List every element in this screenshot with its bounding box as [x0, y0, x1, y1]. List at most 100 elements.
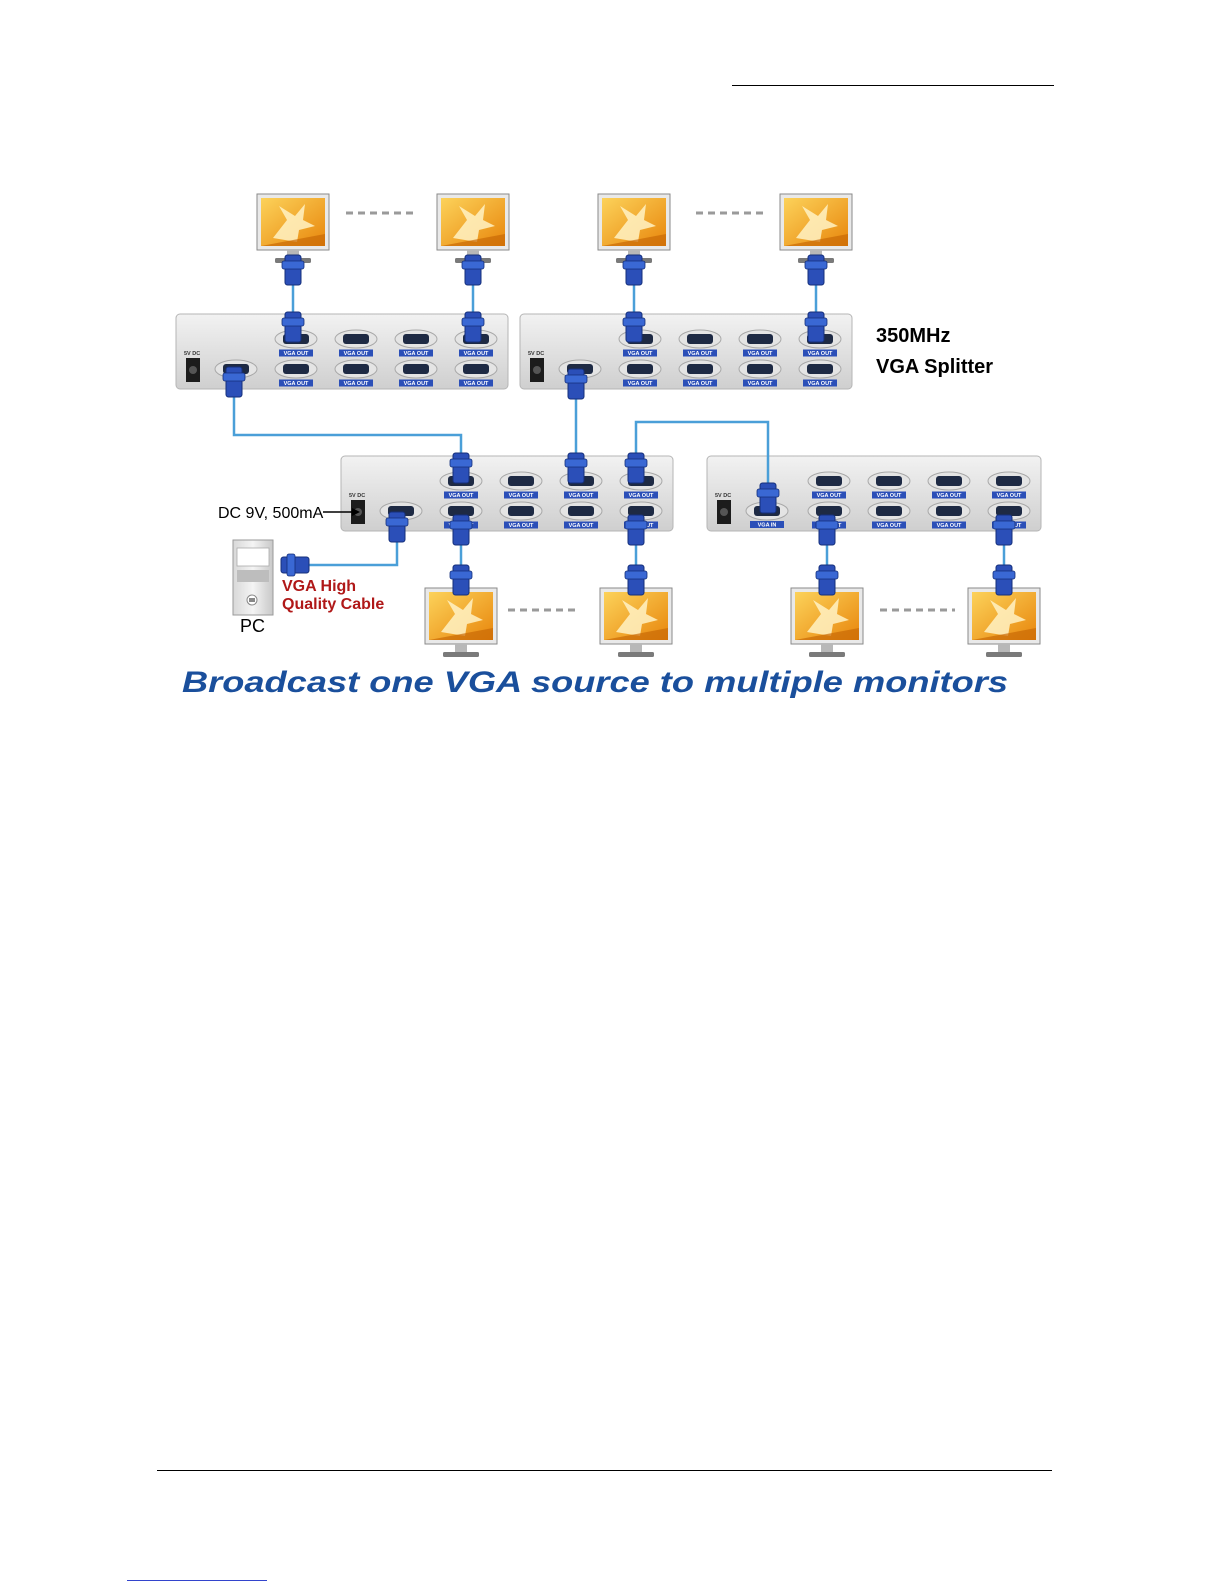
port-label: VGA OUT — [449, 493, 474, 499]
splitter-label-line2: VGA Splitter — [876, 356, 993, 378]
port-label: VGA OUT — [404, 351, 429, 357]
vga-port — [876, 506, 902, 516]
port-label-bg — [459, 379, 493, 387]
vga-connector-grip — [624, 570, 648, 580]
monitor-shade — [441, 234, 505, 246]
cable — [634, 420, 770, 495]
vga-connector-grip — [624, 520, 648, 530]
cable — [232, 390, 463, 462]
dc-label: 5V DC — [184, 351, 200, 357]
vga-port — [816, 476, 842, 486]
splitter-label-line1: 350MHz — [876, 325, 950, 347]
monitor-base — [618, 652, 654, 657]
port-label-bg — [624, 491, 658, 499]
vga-connector-grip — [815, 570, 839, 580]
header-rule — [732, 85, 1054, 86]
monitor-base — [809, 652, 845, 657]
vga-connector-grip — [281, 317, 305, 327]
port-label: VGA OUT — [404, 381, 429, 387]
port-label-bg — [803, 349, 837, 357]
pc-label: PC — [240, 616, 265, 636]
port-label-bg — [743, 349, 777, 357]
monitors — [256, 193, 1041, 657]
port-label-bg — [444, 491, 478, 499]
port-label: VGA OUT — [877, 493, 902, 499]
monitor-base — [443, 652, 479, 657]
monitor-splash — [616, 598, 658, 636]
port-label: VGA OUT — [808, 351, 833, 357]
port-label: VGA OUT — [344, 351, 369, 357]
monitor-shade — [784, 234, 848, 246]
port-label-bg — [803, 379, 837, 387]
dc-label: 5V DC — [715, 493, 731, 499]
port-label: VGA OUT — [688, 381, 713, 387]
vga-connector-grip — [449, 520, 473, 530]
port-label-bg — [459, 349, 493, 357]
port-label-bg — [339, 379, 373, 387]
monitor-splash — [807, 598, 849, 636]
vga-connector — [567, 368, 585, 400]
vga-port — [283, 364, 309, 374]
port-label-bg — [932, 491, 966, 499]
monitor-shade — [429, 628, 493, 640]
port-label: VGA OUT — [464, 381, 489, 387]
vga-connector — [567, 452, 585, 484]
port-label-bg — [564, 521, 598, 529]
port-label: VGA OUT — [808, 381, 833, 387]
dc-jack-hole — [189, 366, 197, 374]
vga-connector — [627, 564, 645, 596]
port-label-bg — [564, 491, 598, 499]
vga-port — [343, 364, 369, 374]
vga-port — [448, 506, 474, 516]
port-label-bg — [992, 491, 1026, 499]
vga-port — [627, 364, 653, 374]
port-label: VGA OUT — [877, 523, 902, 529]
port-label: VGA OUT — [509, 493, 534, 499]
port-label: VGA OUT — [344, 381, 369, 387]
vga-connector — [452, 452, 470, 484]
vga-connector — [807, 254, 825, 286]
monitor-splash — [984, 598, 1026, 636]
vga-port — [568, 506, 594, 516]
dc-label: 5V DC — [349, 493, 365, 499]
port-label-bg — [683, 349, 717, 357]
monitor-neck — [287, 250, 299, 258]
vga-port — [687, 364, 713, 374]
vga-connector — [284, 254, 302, 286]
vga-connector — [818, 514, 836, 546]
port-label: VGA OUT — [937, 493, 962, 499]
vga-connector — [995, 564, 1013, 596]
monitor-neck — [821, 644, 833, 652]
port-label-bg — [399, 349, 433, 357]
vga-connector-grip — [286, 553, 296, 577]
vga-port — [403, 334, 429, 344]
vga-port — [747, 334, 773, 344]
monitor-splash — [614, 204, 656, 242]
vga-connector-grip — [222, 372, 246, 382]
footer-link-underline — [127, 1580, 267, 1581]
dc-jack-hole — [533, 366, 541, 374]
port-label-bg — [504, 521, 538, 529]
port-label-bg — [872, 491, 906, 499]
cable-connectors — [222, 254, 1016, 596]
port-label-bg — [750, 521, 784, 528]
monitor-splash — [453, 204, 495, 242]
vga-connector — [627, 452, 645, 484]
vga-port — [343, 334, 369, 344]
port-label: VGA OUT — [629, 493, 654, 499]
caption: Broadcast one VGA source to multiple mon… — [182, 666, 1008, 699]
dc-label: 5V DC — [528, 351, 544, 357]
port-label-bg — [279, 349, 313, 357]
port-label: VGA OUT — [569, 523, 594, 529]
port-label-bg — [812, 491, 846, 499]
vga-connector — [452, 564, 470, 596]
vga-connector — [759, 482, 777, 514]
monitor-base — [986, 652, 1022, 657]
monitor-splash — [273, 204, 315, 242]
vga-connector-grip — [804, 317, 828, 327]
port-label-bg — [743, 379, 777, 387]
port-label-bg — [623, 349, 657, 357]
vga-connector — [995, 514, 1013, 546]
vga-port — [936, 476, 962, 486]
pc-tower — [232, 539, 274, 616]
